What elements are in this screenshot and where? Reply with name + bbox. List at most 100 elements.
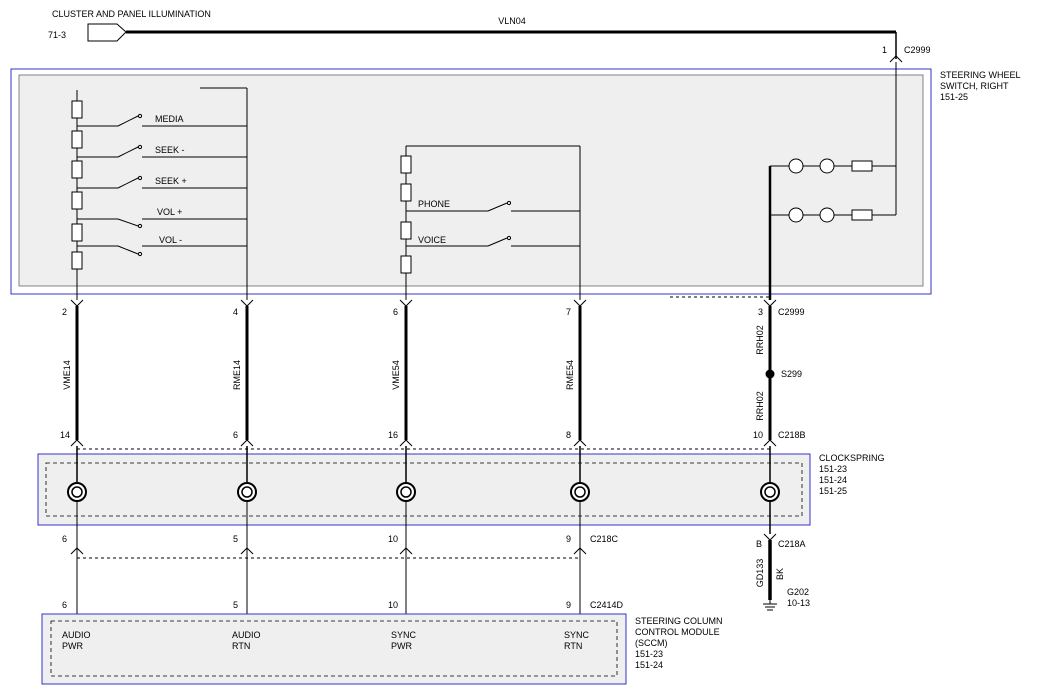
clockspring-module [37, 453, 811, 526]
sccm-pin-audio-rtn-l2: RTN [232, 641, 250, 651]
c218c-pin-5: 5 [233, 534, 238, 544]
c2414d-name: C2414D [590, 600, 624, 610]
swr-name-line2: SWITCH, RIGHT [940, 81, 1009, 91]
c218b-pin-8: 8 [566, 430, 571, 440]
offpage-connector-icon [87, 23, 127, 42]
wire-label-rrh02-upper: RRH02 [755, 325, 765, 355]
sccm-pin-sync-rtn-l1: SYNC [564, 630, 590, 640]
resistor-icon [71, 223, 83, 242]
switch-label-voice: VOICE [418, 235, 446, 245]
wire-color-bk: BK [775, 568, 785, 580]
resistor-icon [71, 130, 83, 149]
clockspring-inner [45, 462, 803, 517]
c218b-pin-16: 16 [388, 430, 398, 440]
clockspring-ref-3: 151-25 [819, 486, 847, 496]
splice-dot-icon [765, 369, 775, 379]
c218b-pin-6: 6 [233, 430, 238, 440]
switch-vol-minus: VOL - [77, 235, 247, 257]
sccm-ref-1: 151-23 [635, 649, 663, 659]
swr-module-inner [18, 74, 924, 287]
switch-seek-minus: SEEK - [77, 144, 247, 158]
sccm-pin-audio-pwr-l1: AUDIO [62, 630, 91, 640]
swr-ref: 151-25 [940, 92, 968, 102]
wire-label-rme54: RME54 [565, 360, 575, 390]
swr-name-line1: STEERING WHEEL [940, 70, 1021, 80]
switch-label-media: MEDIA [155, 114, 184, 124]
header-title: CLUSTER AND PANEL ILLUMINATION [52, 9, 211, 19]
c218b-pin-10: 10 [753, 430, 763, 440]
led-icon [819, 207, 835, 223]
left-resistors [71, 100, 83, 270]
c2999-top-pin: 1 [882, 45, 887, 55]
c218c-pin-6: 6 [62, 534, 67, 544]
clockspring-wires [76, 446, 771, 555]
resistor-icon [71, 251, 83, 270]
c2414d-pin-5: 5 [233, 600, 238, 610]
c2999-pin-6: 6 [393, 307, 398, 317]
sccm-module [41, 613, 627, 685]
ground-ref: 10-13 [787, 598, 810, 608]
wire-label-vme54: VME54 [391, 360, 401, 390]
c218a-terminal-icon [763, 533, 777, 541]
c2999-top-name: C2999 [904, 45, 931, 55]
switch-label-phone: PHONE [418, 199, 450, 209]
resistor-icon [71, 160, 83, 179]
switch-vol-plus: VOL + [77, 207, 247, 229]
sccm-ref-2: 151-24 [635, 660, 663, 670]
header-ref: 71-3 [48, 30, 66, 40]
switch-media: MEDIA [77, 113, 247, 127]
c2414d-pin-10: 10 [388, 600, 398, 610]
wire-label-gd133: GD133 [755, 559, 765, 588]
coil-icon [760, 482, 780, 502]
sccm-pin-audio-pwr-l2: PWR [62, 641, 83, 651]
c218b-name: C218B [778, 430, 806, 440]
c2414d-wires [76, 555, 581, 620]
switch-phone: PHONE [406, 199, 580, 212]
sccm-name-line2: CONTROL MODULE [635, 627, 720, 637]
ground-icon [763, 600, 777, 611]
c2414d-pin-6: 6 [62, 600, 67, 610]
clockspring-name: CLOCKSPRING [819, 453, 885, 463]
wire-label-rrh02-lower: RRH02 [755, 391, 765, 421]
switch-label-vol-plus: VOL + [157, 207, 182, 217]
c218c-pin-10: 10 [388, 534, 398, 544]
ground-name: G202 [787, 587, 809, 597]
c218a-pin: B [756, 539, 762, 549]
c218a-name: C218A [778, 539, 806, 549]
resistor-icon [851, 160, 873, 172]
c218b-terminals [70, 439, 777, 447]
clockspring-ref-2: 151-24 [819, 475, 847, 485]
c218c-terminals [70, 547, 587, 555]
c218c-pin-9: 9 [566, 534, 571, 544]
coil-icon [396, 482, 416, 502]
led-icon [788, 207, 804, 223]
c2999-bottom-terminals [70, 299, 777, 307]
c2414d-pin-9: 9 [566, 600, 571, 610]
coil-icon [67, 482, 87, 502]
c218c-name: C218C [590, 534, 619, 544]
resistor-icon [400, 183, 412, 202]
coil-icon [570, 482, 590, 502]
c2999-bottom-name: C2999 [778, 307, 805, 317]
switch-label-vol-minus: VOL - [159, 235, 182, 245]
resistor-icon [851, 209, 873, 221]
wire-label-vme14: VME14 [62, 360, 72, 390]
clockspring-ref-1: 151-23 [819, 464, 847, 474]
sccm-pin-sync-pwr-l1: SYNC [391, 630, 417, 640]
sccm-name-line3: (SCCM) [635, 638, 668, 648]
mid-resistors [400, 155, 412, 274]
led-icon [788, 158, 804, 174]
resistor-icon [71, 100, 83, 119]
switch-label-seek-minus: SEEK - [155, 145, 185, 155]
clockspring-coils [67, 482, 780, 502]
wire-label-rme14: RME14 [232, 360, 242, 390]
resistor-icon [400, 221, 412, 240]
vln04-label: VLN04 [498, 16, 526, 26]
led-icon [819, 158, 835, 174]
resistor-icon [400, 155, 412, 174]
c2999-top-terminal-icon [889, 55, 903, 63]
c2999-pin-4: 4 [233, 307, 238, 317]
switch-seek-plus: SEEK + [77, 175, 247, 189]
resistor-icon [400, 255, 412, 274]
